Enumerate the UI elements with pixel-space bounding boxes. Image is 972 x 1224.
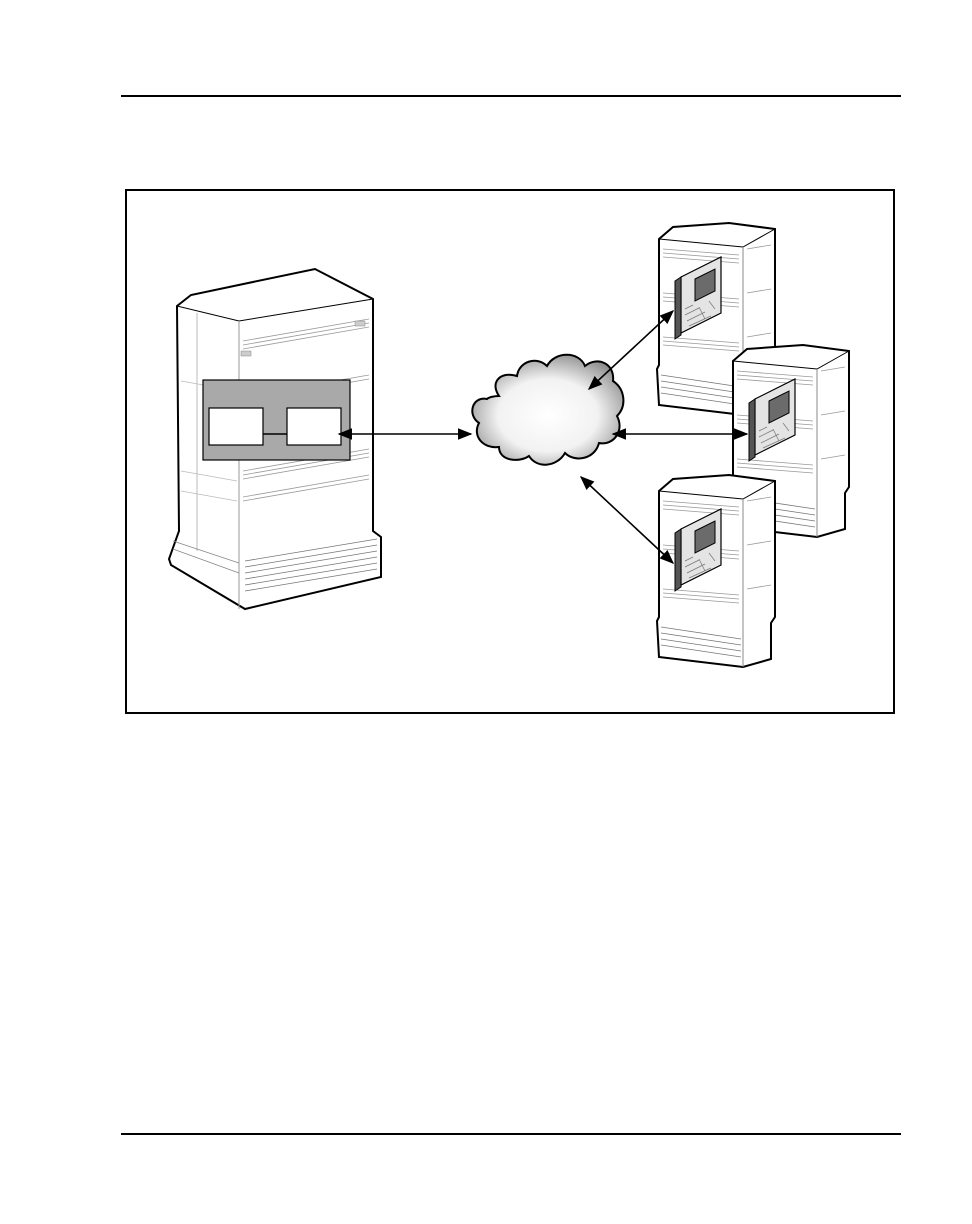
network-cloud bbox=[472, 355, 623, 465]
remote-cabinet-bottom bbox=[657, 475, 775, 667]
module-box-left bbox=[209, 408, 263, 445]
header-rule bbox=[121, 95, 901, 97]
network-diagram bbox=[127, 191, 897, 716]
footer-rule bbox=[121, 1133, 901, 1135]
module-box-right bbox=[287, 408, 341, 445]
network-diagram-frame bbox=[125, 189, 895, 714]
